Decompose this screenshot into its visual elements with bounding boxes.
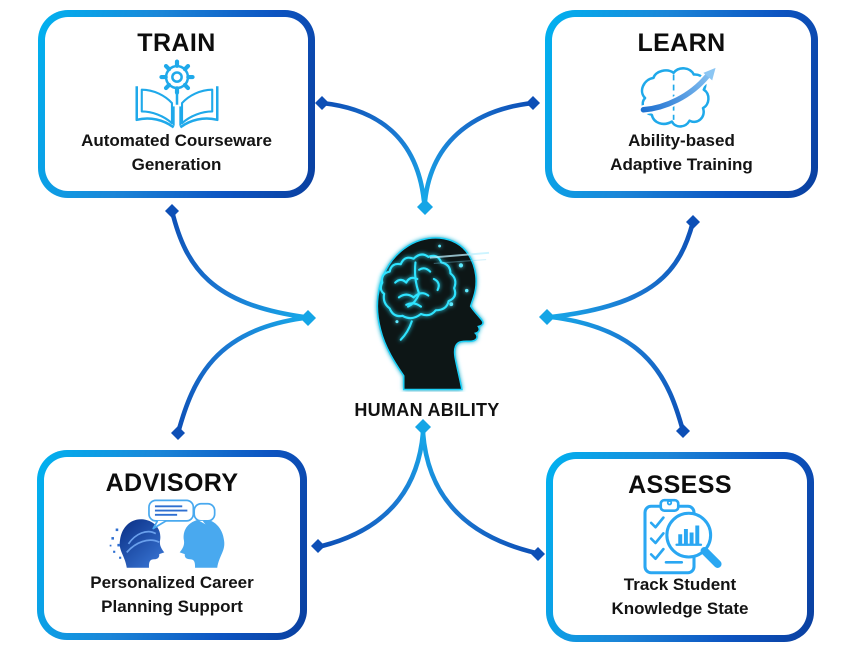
card-train-subtitle-line1: Automated Courseware [81,131,272,151]
card-assess-subtitle-line1: Track Student [623,575,737,595]
light-streak [429,251,490,259]
card-assess-title: ASSESS [628,471,732,499]
center-figure: HUMAN ABILITY [342,228,512,421]
card-assess-body: ASSESS [553,459,807,635]
card-learn-subtitle: Ability-based Adaptive Training [610,129,753,176]
bubble-text-lines [154,505,188,516]
card-advisory-subtitle-line1: Personalized Career [90,573,254,593]
card-learn: LEARN Ability-based Adaptiv [545,10,818,198]
card-train-subtitle: Automated Courseware Generation [81,129,272,176]
light-streak-faint [433,259,487,265]
pixel-dissolve-dots [109,528,122,559]
card-advisory-title: ADVISORY [105,469,239,497]
card-advisory-body: ADVISORY [44,457,300,633]
book-gear-icon [125,58,229,130]
connector-bottom [319,430,539,556]
glow-particles [395,244,469,324]
card-advisory-subtitle-line2: Planning Support [101,596,243,616]
ai-human-dialogue-icon [108,498,236,572]
connector-right [548,219,696,434]
card-assess-subtitle-line2: Knowledge State [611,598,749,618]
card-learn-subtitle-line2: Adaptive Training [610,154,753,174]
checklist-magnifier-chart-icon [631,499,729,575]
card-assess-subtitle: Track Student Knowledge State [612,573,749,620]
card-train: TRAIN [38,10,315,198]
center-label: HUMAN ABILITY [354,400,500,420]
checkmarks [649,516,665,561]
human-head-brain-illustration [376,237,490,391]
card-train-body: TRAIN [45,17,308,191]
card-learn-title: LEARN [637,29,726,57]
card-train-title: TRAIN [137,29,216,57]
card-train-subtitle-line2: Generation [131,154,222,174]
brain-growth-arrow-icon [630,58,734,130]
card-advisory-subtitle: Personalized Career Planning Support [90,571,253,618]
card-advisory: ADVISORY [37,450,307,640]
card-learn-subtitle-line1: Ability-based [628,131,735,151]
bar-chart-in-lens [678,525,700,546]
connector-top [319,100,536,204]
card-learn-body: LEARN Ability-based Adaptiv [552,17,811,191]
brain-lineart [379,253,457,341]
connector-left [169,208,307,436]
card-assess: ASSESS [546,452,814,642]
